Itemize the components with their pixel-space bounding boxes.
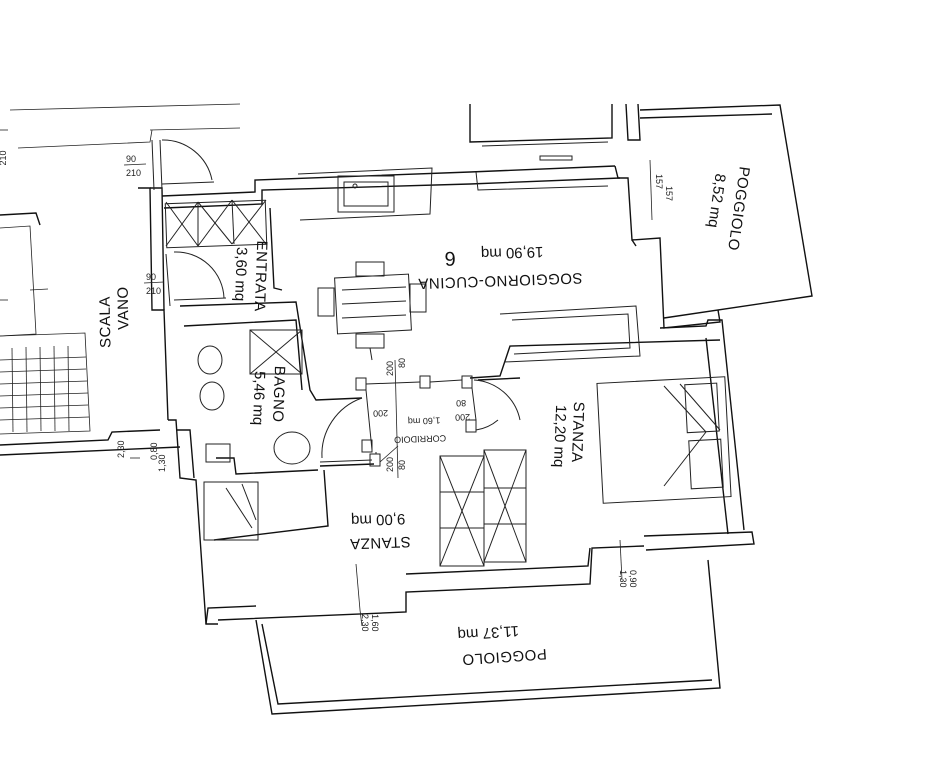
vano-scala-label-2: SCALA (97, 296, 115, 348)
soggiorno-label: SOGGIORNO-CUCINA (418, 269, 583, 292)
stair-walls (0, 212, 181, 456)
stair-icon (0, 225, 91, 435)
dim-win-kitchen-a: 157 (654, 174, 664, 189)
stanza-right-area: 12,20 mq (550, 405, 569, 468)
kitchen-window-bench (475, 141, 609, 191)
dim-corr-bot-a: 80 (397, 460, 407, 470)
dim-corr-top-a: 80 (397, 358, 407, 368)
sofa-icon (499, 305, 641, 363)
dim-corr-bot-b: 200 (385, 457, 395, 472)
sink-icon (337, 175, 395, 213)
entry-door-top (151, 139, 215, 191)
soggiorno-mark: 6 (444, 247, 456, 269)
stanza-left-label: STANZA (349, 533, 411, 552)
bathtub-icon (203, 481, 259, 541)
dim-win-left-a: 2,30 (116, 440, 126, 458)
kitchen-counter (297, 167, 433, 221)
dim-win-bottom-a: 1,60 (370, 614, 380, 632)
dim-door-top-h: 210 (126, 168, 141, 178)
dim-corr-left: 200 (373, 408, 388, 419)
poggiolo-bottom-label: POGGIOLO (461, 645, 547, 668)
bed-icon (596, 376, 732, 504)
dim-door-mid-w: 90 (146, 272, 156, 282)
entrata-label: ENTRATA (251, 240, 270, 312)
corridor-doors (319, 375, 521, 467)
vano-scala-label-1: VANO (115, 286, 133, 330)
dim-door-mid-h: 210 (146, 286, 161, 296)
toilet-icon (197, 345, 311, 465)
corridoio-area: 1,60 mq (408, 415, 441, 426)
entrata-area: 3,60 mq (231, 247, 250, 302)
dim-corr-right-a: 80 (456, 398, 466, 408)
poggiolo-bottom-area: 11,37 mq (457, 622, 519, 643)
dimension-lines (130, 159, 653, 627)
poggiolo-top-area: 8,52 mq (704, 173, 728, 229)
stanza-right-label: STANZA (568, 401, 587, 463)
corridoio-label: CORRIDOIO (394, 433, 446, 445)
entry-door-mid (165, 251, 227, 307)
soggiorno-area: 19,90 mq (481, 243, 544, 262)
dim-win-kitchen-b: 157 (664, 186, 674, 201)
dim-door-top-w: 90 (126, 154, 136, 164)
bagno-label: BAGNO (269, 366, 288, 423)
dim-win-right-b: 1,30 (618, 570, 628, 588)
bagno-area: 5,46 mq (249, 371, 268, 426)
stanza-left-area: 9,00 mq (351, 510, 406, 529)
table-icon (317, 261, 427, 361)
exterior-walls (138, 103, 813, 715)
dim-win-bottom-b: 2,30 (360, 614, 370, 632)
neighbour-walls (0, 103, 241, 149)
wardrobe-icon (164, 199, 268, 249)
dim-corr-top-b: 200 (385, 361, 395, 376)
shower-icon (249, 329, 303, 375)
dim-win-right-a: 0,90 (628, 570, 638, 588)
dim-win-left-c: 1,30 (157, 454, 167, 472)
corridor-wardrobe-icon (439, 449, 527, 567)
edge-dim-label: 210 (0, 150, 8, 165)
dim-corr-right-b: 200 (455, 412, 470, 423)
dim-win-left-b: 0,80 (149, 442, 159, 460)
